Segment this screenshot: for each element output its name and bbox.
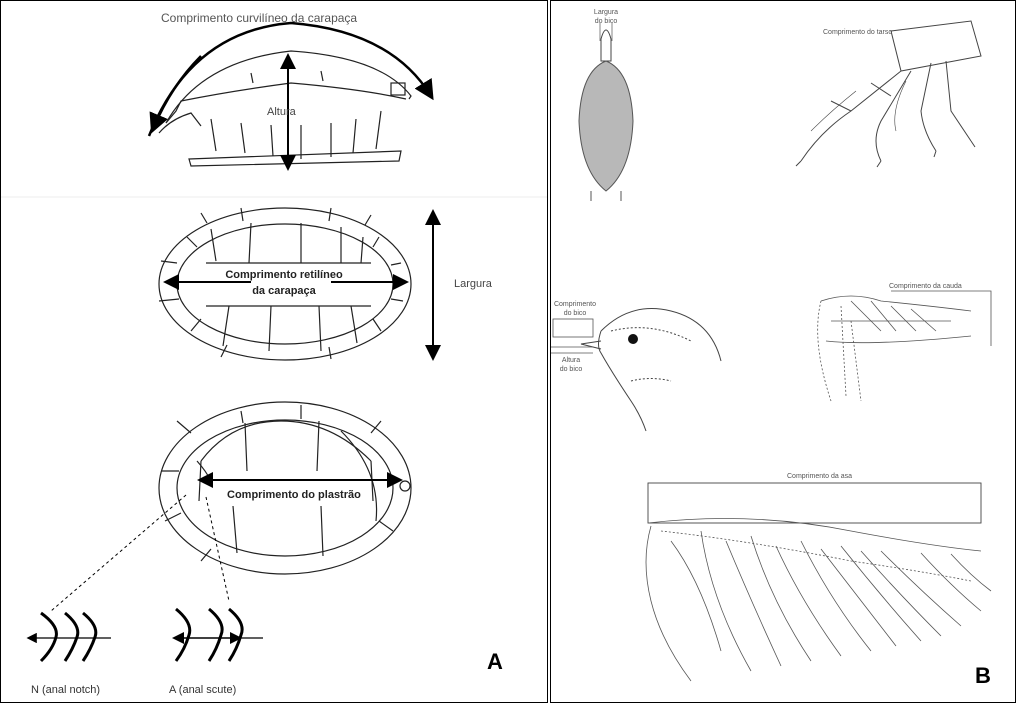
beak-length-label-line2: do bico: [551, 310, 599, 318]
height-label: Altura: [267, 106, 296, 118]
beak-height-label-line2: do bico: [551, 366, 591, 374]
width-label: Largura: [454, 278, 492, 290]
tarsus-length-label: Comprimento do tarso: [823, 29, 892, 36]
notch-callout-line: [51, 495, 186, 611]
carapace-top-view: [159, 208, 411, 360]
beak-length-box: [553, 319, 593, 337]
bird-tarsus: [796, 21, 981, 167]
bird-head-side-view: [581, 309, 721, 432]
bird-wing: [646, 519, 991, 682]
plastron-view: [159, 402, 411, 574]
wing-length-bracket: [648, 483, 981, 523]
anal-scute-detail: [176, 609, 242, 661]
curved-length-arrow: [149, 23, 431, 136]
tail-length-bracket: [891, 291, 991, 346]
beak-height-label-line1: Altura: [551, 357, 591, 365]
scute-callout-line: [206, 497, 229, 601]
panel-b-bird: Largura do bico Comprimento do tarso Com…: [550, 0, 1016, 703]
tail-length-label: Comprimento da cauda: [889, 283, 962, 290]
panel-letter-a: A: [487, 649, 503, 675]
anal-notch-detail: [41, 613, 96, 661]
bird-tail: [818, 296, 971, 401]
anal-notch-label: N (anal notch): [31, 684, 100, 696]
curved-carapace-length-label: Comprimento curvilíneo da carapaça: [161, 11, 357, 25]
bird-illustrations: [551, 1, 1016, 703]
panel-letter-b: B: [975, 663, 991, 689]
beak-width-label-line1: Largura: [587, 9, 625, 17]
straight-carapace-length-label-line2: da carapaça: [215, 285, 353, 297]
bird-eye: [628, 334, 638, 344]
plastron-length-label: Comprimento do plastrão: [227, 489, 361, 501]
beak-length-label-line1: Comprimento: [551, 301, 599, 309]
wing-length-label: Comprimento da asa: [787, 473, 852, 480]
bird-head-top-view: [579, 23, 633, 201]
beak-width-label-line2: do bico: [587, 18, 625, 26]
anal-scute-label: A (anal scute): [169, 684, 236, 696]
panel-a-turtle: Comprimento curvilíneo da carapaça Altur…: [0, 0, 548, 703]
straight-carapace-length-label-line1: Comprimento retilíneo: [215, 269, 353, 281]
